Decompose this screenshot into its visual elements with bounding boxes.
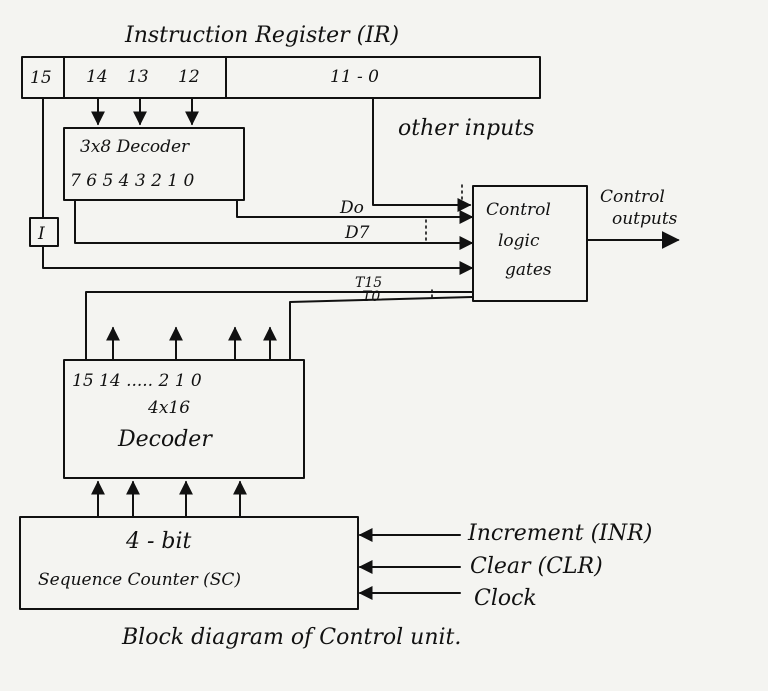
sequence-counter-line2: Sequence Counter (SC) [38,570,241,590]
clear-label: Clear (CLR) [470,554,603,579]
decoder-4x16-title-line2: Decoder [117,427,213,452]
i-flipflop-label: I [37,224,45,244]
d7-label: D7 [344,223,370,243]
decoder-4x16: 15 14 ..... 2 1 0 4x16 Decoder [63,359,305,479]
ir-to-decoder-arrows [91,97,199,126]
decoder-4x16-output-arrows [106,326,277,361]
control-logic-gates: Control logic gates [472,185,588,302]
other-inputs-label: other inputs [398,116,534,141]
i-to-control-line [42,245,474,275]
ir-bits-11-0: 11 - 0 [330,67,379,87]
instruction-register: 15 14 13 12 11 - 0 [21,56,541,99]
ir-title: Instruction Register (IR) [124,23,399,48]
ir-bit-15: 15 [30,68,52,88]
control-gates-line2: logic [498,231,540,251]
decoder-4x16-outputs: 15 14 ..... 2 1 0 [72,371,202,391]
control-outputs-line1: Control [600,187,665,207]
ir-low-bits-line [372,97,472,212]
diagram-caption: Block diagram of Control unit. [121,625,461,650]
ir-bit-14: 14 [86,67,108,87]
t0-line [289,296,473,361]
t15-line [85,291,473,361]
decoder-3x8-outputs: 7 6 5 4 3 2 1 0 [70,171,195,191]
decoder-3x8-title: 3x8 Decoder [80,137,190,157]
sequence-counter-line1: 4 - bit [125,529,192,554]
decoder-3x8: 3x8 Decoder 7 6 5 4 3 2 1 0 [63,127,245,201]
clock-label: Clock [474,586,537,611]
sequence-counter: 4 - bit Sequence Counter (SC) [19,516,359,610]
d7-line [74,199,474,250]
ir-bit-12: 12 [178,67,200,87]
ir-bit-13: 13 [127,67,149,87]
sc-input-arrows [358,528,461,600]
control-gates-line3: gates [505,260,552,280]
decoder-4x16-title-line1: 4x16 [147,398,190,418]
d0-label: Do [339,198,364,218]
control-outputs-line2: outputs [612,209,678,229]
sc-to-decoder-arrows [91,480,247,517]
i-flipflop: I [29,217,59,247]
d0-line [236,199,474,224]
increment-label: Increment (INR) [467,521,652,546]
control-gates-line1: Control [486,200,551,220]
t15-label: T15 [355,275,382,291]
t0-label: T0 [362,289,380,305]
